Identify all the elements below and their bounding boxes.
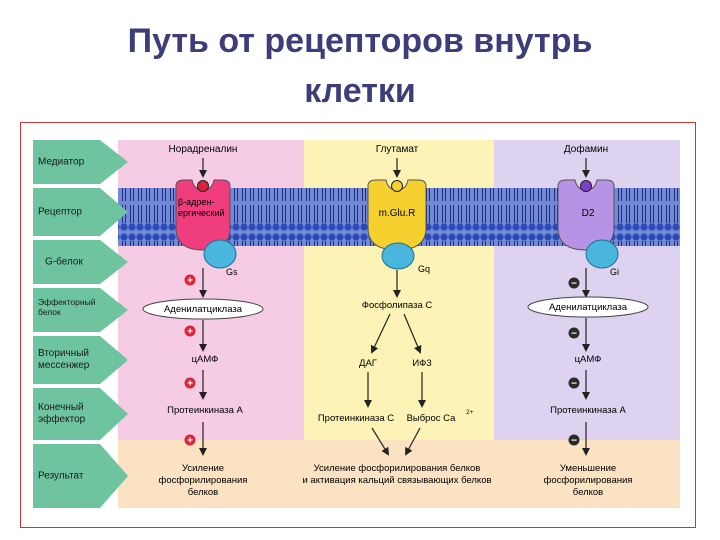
sidebar-item-g-protein: G-белок bbox=[33, 240, 128, 284]
receptor-shape bbox=[557, 179, 615, 251]
sidebar-label: Медиатор bbox=[38, 157, 85, 168]
sidebar-tab bbox=[33, 444, 128, 508]
g-protein-label: Gi bbox=[610, 267, 619, 277]
sidebar-label: Результат bbox=[38, 471, 84, 482]
final-effector-label: Протеинкиназа А bbox=[167, 405, 243, 416]
sign-symbol: + bbox=[187, 327, 193, 338]
sidebar-item-mediator: Медиатор bbox=[33, 140, 128, 184]
effector-label: Аденилатциклаза bbox=[549, 302, 628, 313]
mediator-ligand bbox=[197, 180, 209, 192]
g-protein-shape bbox=[203, 239, 237, 269]
sign-symbol: − bbox=[571, 329, 577, 340]
final-effector-right-label: Выброс Са bbox=[407, 413, 457, 424]
sign-symbol: + bbox=[187, 276, 193, 287]
effector-label: Фосфолипаза С bbox=[362, 300, 433, 311]
sign-badge bbox=[568, 377, 580, 389]
sidebar-tab bbox=[33, 388, 128, 440]
sign-symbol: − bbox=[571, 436, 577, 447]
arrow bbox=[370, 313, 391, 354]
messenger-left-label: ДАГ bbox=[359, 358, 377, 369]
mediator-label: Дофамин bbox=[564, 143, 608, 155]
mediator-label: Глутамат bbox=[376, 144, 419, 155]
sign-symbol: − bbox=[571, 279, 577, 290]
sign-symbol: + bbox=[187, 436, 193, 447]
page-title: Путь от рецепторов внутрь bbox=[127, 22, 593, 60]
pathway-column-1: Норадреналин β-адрен-ергический Gs + Аде… bbox=[142, 144, 264, 498]
sign-badge bbox=[568, 277, 580, 289]
sidebar-tab bbox=[33, 336, 128, 384]
arrow bbox=[405, 427, 421, 456]
mediator-ligand bbox=[580, 180, 592, 192]
receptor-label: D2 bbox=[582, 208, 595, 219]
column-bg-1 bbox=[118, 140, 304, 440]
arrow bbox=[371, 427, 390, 456]
messenger-right-label: ИФ3 bbox=[412, 358, 431, 369]
final-effector-right-superscript: 2+ bbox=[466, 409, 474, 416]
g-protein-label: Gs bbox=[226, 267, 238, 277]
arrow bbox=[403, 313, 422, 354]
g-protein-shape bbox=[381, 242, 415, 270]
g-protein-label: Gq bbox=[418, 264, 430, 274]
sign-badge bbox=[184, 434, 196, 446]
sign-symbol: − bbox=[571, 379, 577, 390]
effector-label: Аденилатциклаза bbox=[164, 304, 243, 315]
sidebar-item-result: Результат bbox=[33, 444, 128, 508]
pathway-column-2: Глутамат m.Glu.R Gq Фосфолипаза С ДАГ ИФ… bbox=[302, 144, 491, 486]
messenger-label: цАМФ bbox=[575, 354, 602, 365]
g-protein-shape bbox=[585, 239, 619, 269]
sign-badge bbox=[184, 377, 196, 389]
sign-badge bbox=[184, 274, 196, 286]
mediator-ligand bbox=[391, 180, 403, 192]
diagram-frame bbox=[20, 122, 696, 528]
sidebar-label: Рецептор bbox=[38, 207, 82, 218]
sidebar-label: G-белок bbox=[45, 256, 83, 268]
receptor-label: m.Glu.R bbox=[379, 208, 416, 219]
final-effector-left-label: Протеинкиназа С bbox=[318, 413, 394, 424]
receptor-shape bbox=[175, 179, 231, 251]
sign-badge bbox=[568, 327, 580, 339]
messenger-label: цАМФ bbox=[192, 354, 219, 365]
sidebar-tab bbox=[33, 288, 128, 332]
sidebar-tab bbox=[33, 240, 128, 284]
page-title-line2: клетки bbox=[304, 72, 416, 110]
pathway-column-3: Дофамин D2 Gi − Аденилатциклаза − цАМФ −… bbox=[527, 143, 649, 498]
sidebar-item-receptor: Рецептор bbox=[33, 188, 128, 236]
sign-badge bbox=[568, 434, 580, 446]
sidebar-tab bbox=[33, 140, 128, 184]
sign-symbol: + bbox=[187, 379, 193, 390]
effector-ellipse bbox=[527, 296, 649, 318]
final-effector-label: Протеинкиназа А bbox=[550, 405, 626, 416]
mediator-label: Норадреналин bbox=[169, 144, 238, 155]
effector-ellipse bbox=[142, 298, 264, 320]
sign-badge bbox=[184, 325, 196, 337]
sidebar-tab bbox=[33, 188, 128, 236]
receptor-label: β-адрен-ергический bbox=[178, 197, 225, 218]
